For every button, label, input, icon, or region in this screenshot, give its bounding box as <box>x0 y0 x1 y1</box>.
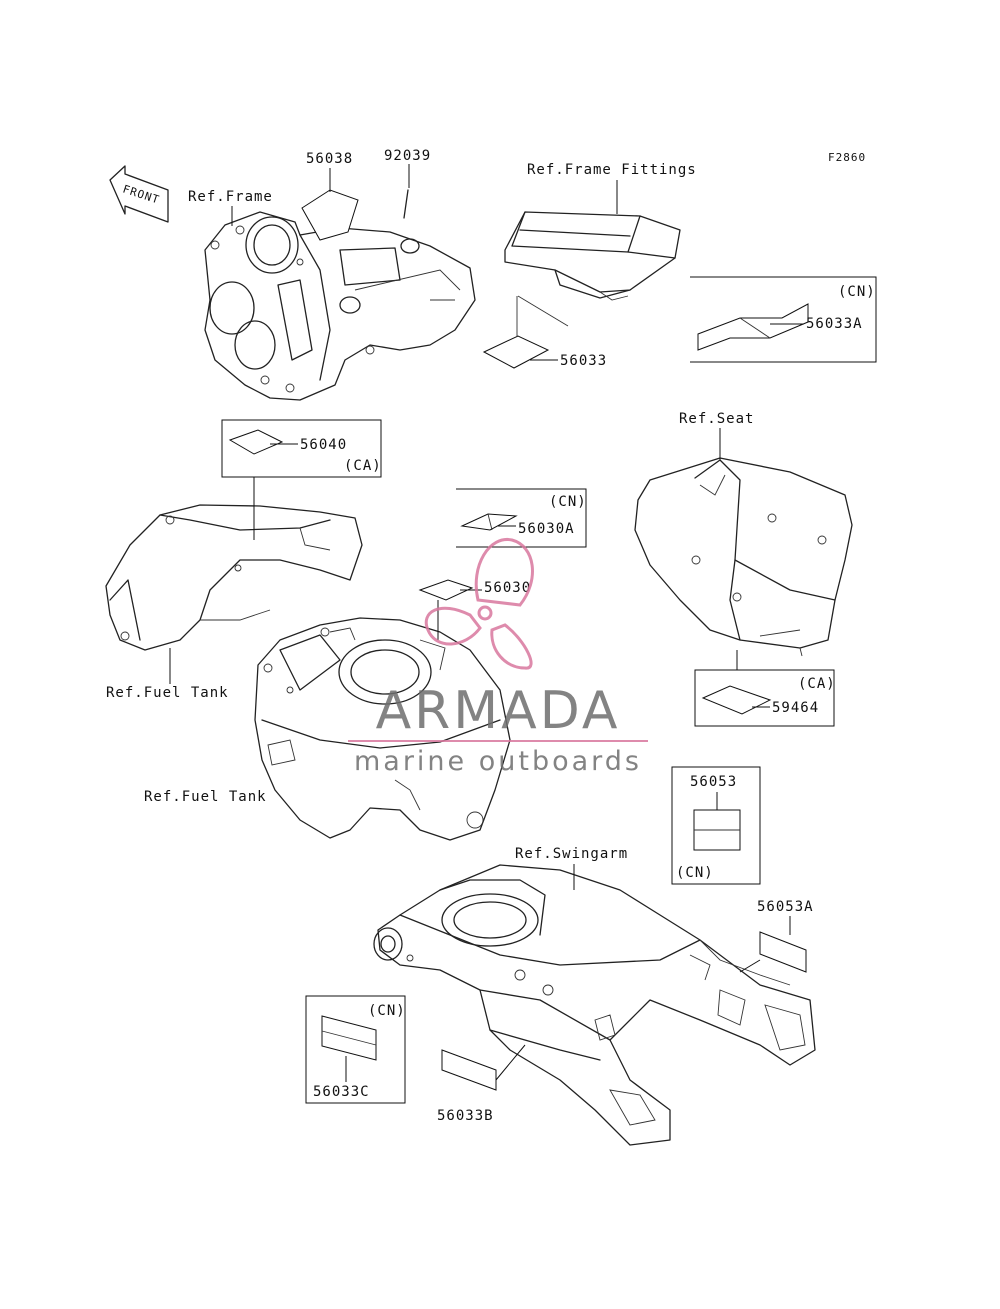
part-number-56033A: 56033A <box>806 316 863 332</box>
fuel-tank-drawing <box>254 617 511 841</box>
decal-56053A <box>759 931 807 973</box>
part-number-56038: 56038 <box>306 151 353 167</box>
frame-drawing <box>204 211 476 401</box>
ref-seat-label: Ref.Seat <box>679 411 754 427</box>
part-number-59464: 59464 <box>772 700 819 716</box>
armada-watermark: ARMADA marine outboards <box>348 538 648 777</box>
ref-swingarm-label: Ref.Swingarm <box>515 846 628 862</box>
ref-fuel-tank-label-1: Ref.Fuel Tank <box>106 685 229 701</box>
callout-box-56033A <box>690 276 877 363</box>
seat-drawing <box>634 457 853 657</box>
front-arrow-icon: FRONT <box>109 165 169 223</box>
bolt-92039-icon <box>403 189 409 219</box>
decal-56030A <box>460 513 518 531</box>
part-number-56030: 56030 <box>484 580 531 596</box>
region-tag-cn-56030A: (CN) <box>549 494 587 510</box>
propeller-logo-icon <box>424 538 534 670</box>
swingarm-drawing <box>373 864 816 1146</box>
callout-box-56053 <box>671 766 761 885</box>
decal-56033B <box>441 1049 497 1091</box>
region-tag-ca-56040: (CA) <box>344 458 382 474</box>
part-number-56033B: 56033B <box>437 1108 494 1124</box>
figure-code: F2860 <box>828 151 866 164</box>
part-number-56030A: 56030A <box>518 521 575 537</box>
part-number-56053A: 56053A <box>757 899 814 915</box>
decal-56030 <box>418 579 474 601</box>
part-number-92039: 92039 <box>384 148 431 164</box>
region-tag-cn-56033C: (CN) <box>368 1003 406 1019</box>
part-number-56033: 56033 <box>560 353 607 369</box>
fuel-tank-cover-drawing <box>105 504 363 651</box>
ref-frame-fittings-label: Ref.Frame Fittings <box>527 162 697 178</box>
decal-56040 <box>228 429 284 455</box>
region-tag-cn-56033A: (CN) <box>838 284 876 300</box>
ref-fuel-tank-label-2: Ref.Fuel Tank <box>144 789 267 805</box>
front-label: FRONT <box>121 182 161 206</box>
callout-box-59464 <box>694 669 835 727</box>
part-number-56033C: 56033C <box>313 1084 370 1100</box>
watermark-brand: ARMADA <box>376 681 621 741</box>
callout-box-56040 <box>221 419 382 478</box>
watermark-tagline: marine outboards <box>354 746 642 777</box>
frame-fittings-drawing <box>504 211 681 301</box>
region-tag-ca-59464: (CA) <box>798 676 836 692</box>
callout-box-56033C <box>305 995 406 1104</box>
decal-56033 <box>482 335 550 369</box>
part-number-56040: 56040 <box>300 437 347 453</box>
part-number-56053: 56053 <box>690 774 737 790</box>
callout-box-56030A <box>456 488 587 548</box>
ref-frame-label: Ref.Frame <box>188 189 273 205</box>
decal-56038 <box>301 189 359 241</box>
decal-59464 <box>701 685 772 715</box>
region-tag-cn-56053: (CN) <box>676 865 714 881</box>
